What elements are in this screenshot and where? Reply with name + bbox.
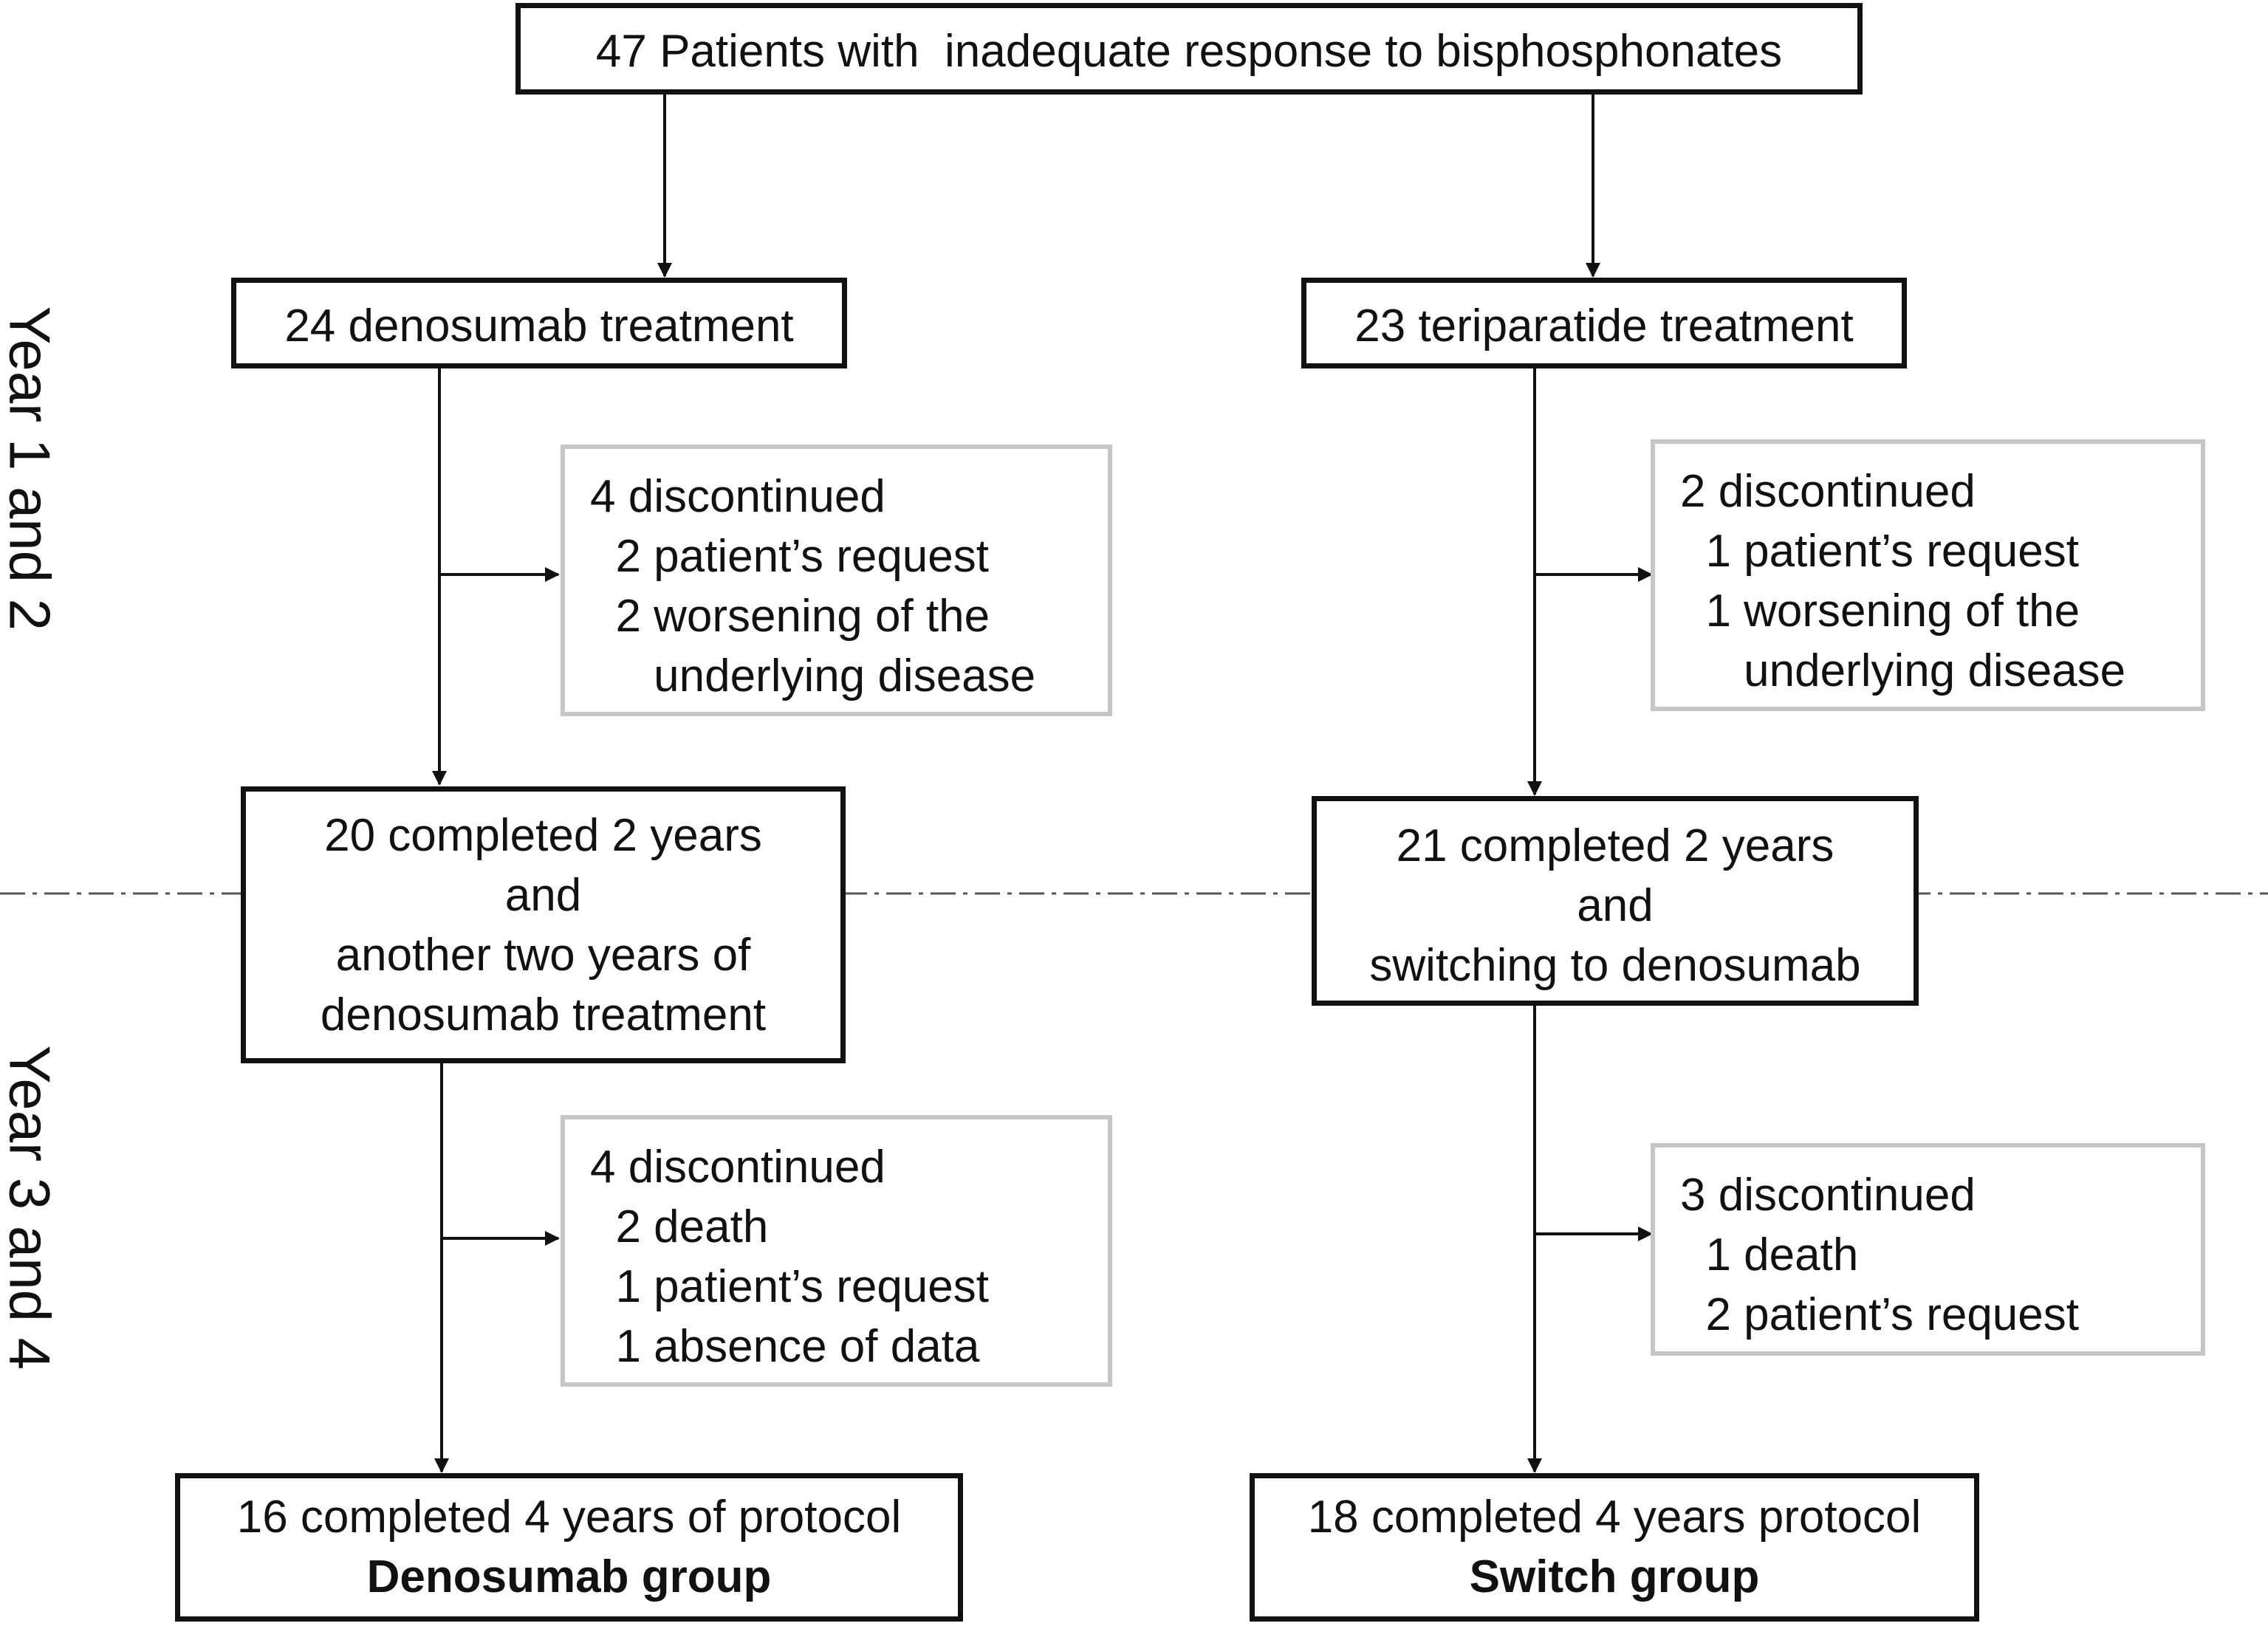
denosumab-start-box: 24 denosumab treatment (231, 278, 847, 368)
discontinued-reason: underlying disease (1680, 645, 2126, 696)
teriparatide-discontinued-2-header: 3 discontinued (1680, 1170, 1976, 1221)
denosumab-final-text: 16 completed 4 years of protocol (236, 1492, 902, 1543)
teriparatide-start-box: 23 teriparatide treatment (1301, 278, 1907, 368)
denosumab-discontinued-2-header: 4 discontinued (590, 1142, 885, 1193)
teriparatide-midpoint-line: and (1577, 880, 1654, 931)
teriparatide-discontinued-1-header: 2 discontinued (1680, 466, 1976, 517)
discontinued-reason: 1 death (1680, 1229, 1859, 1280)
switch-group-label: Switch group (1469, 1551, 1760, 1602)
teriparatide-midpoint-line: 21 completed 2 years (1396, 820, 1834, 871)
switch-final-box: 18 completed 4 years protocol Switch gro… (1250, 1473, 1979, 1622)
denosumab-midpoint-box: 20 completed 2 years and another two yea… (241, 786, 846, 1063)
switch-final-text: 18 completed 4 years protocol (1307, 1492, 1922, 1543)
denosumab-midpoint-line: 20 completed 2 years (324, 810, 762, 861)
denosumab-midpoint-line: and (504, 870, 582, 921)
denosumab-discontinued-1-box: 4 discontinued 2 patient’s request 2 wor… (561, 445, 1112, 716)
denosumab-discontinued-1-header: 4 discontinued (590, 471, 885, 522)
teriparatide-discontinued-1-box: 2 discontinued 1 patient’s request 1 wor… (1651, 439, 2205, 711)
discontinued-reason: 2 patient’s request (1680, 1289, 2079, 1340)
teriparatide-discontinued-2-box: 3 discontinued 1 death 2 patient’s reque… (1651, 1143, 2205, 1356)
denosumab-group-label: Denosumab group (366, 1551, 772, 1602)
teriparatide-midpoint-box: 21 completed 2 years and switching to de… (1312, 796, 1919, 1006)
denosumab-final-box: 16 completed 4 years of protocol Denosum… (175, 1473, 963, 1622)
discontinued-reason: 1 patient’s request (590, 1261, 989, 1312)
denosumab-discontinued-2-box: 4 discontinued 2 death 1 patient’s reque… (561, 1115, 1112, 1387)
discontinued-reason: 2 death (590, 1201, 769, 1252)
discontinued-reason: underlying disease (590, 651, 1036, 701)
discontinued-reason: 1 absence of data (590, 1321, 980, 1372)
enrollment-text: 47 Patients with inadequate response to … (595, 26, 1783, 77)
denosumab-midpoint-line: denosumab treatment (320, 989, 767, 1040)
teriparatide-midpoint-line: switching to denosumab (1369, 940, 1861, 991)
discontinued-reason: 1 worsening of the (1680, 586, 2080, 637)
phase-label-years-3-4: Year 3 and 4 (0, 1045, 63, 1371)
discontinued-reason: 2 patient’s request (590, 531, 989, 582)
denosumab-midpoint-line: another two years of (335, 930, 751, 981)
discontinued-reason: 2 worsening of the (590, 591, 990, 642)
discontinued-reason: 1 patient’s request (1680, 526, 2079, 577)
enrollment-box: 47 Patients with inadequate response to … (515, 3, 1863, 95)
denosumab-start-text: 24 denosumab treatment (284, 301, 794, 351)
teriparatide-start-text: 23 teriparatide treatment (1354, 301, 1854, 351)
phase-label-years-1-2: Year 1 and 2 (0, 306, 63, 631)
